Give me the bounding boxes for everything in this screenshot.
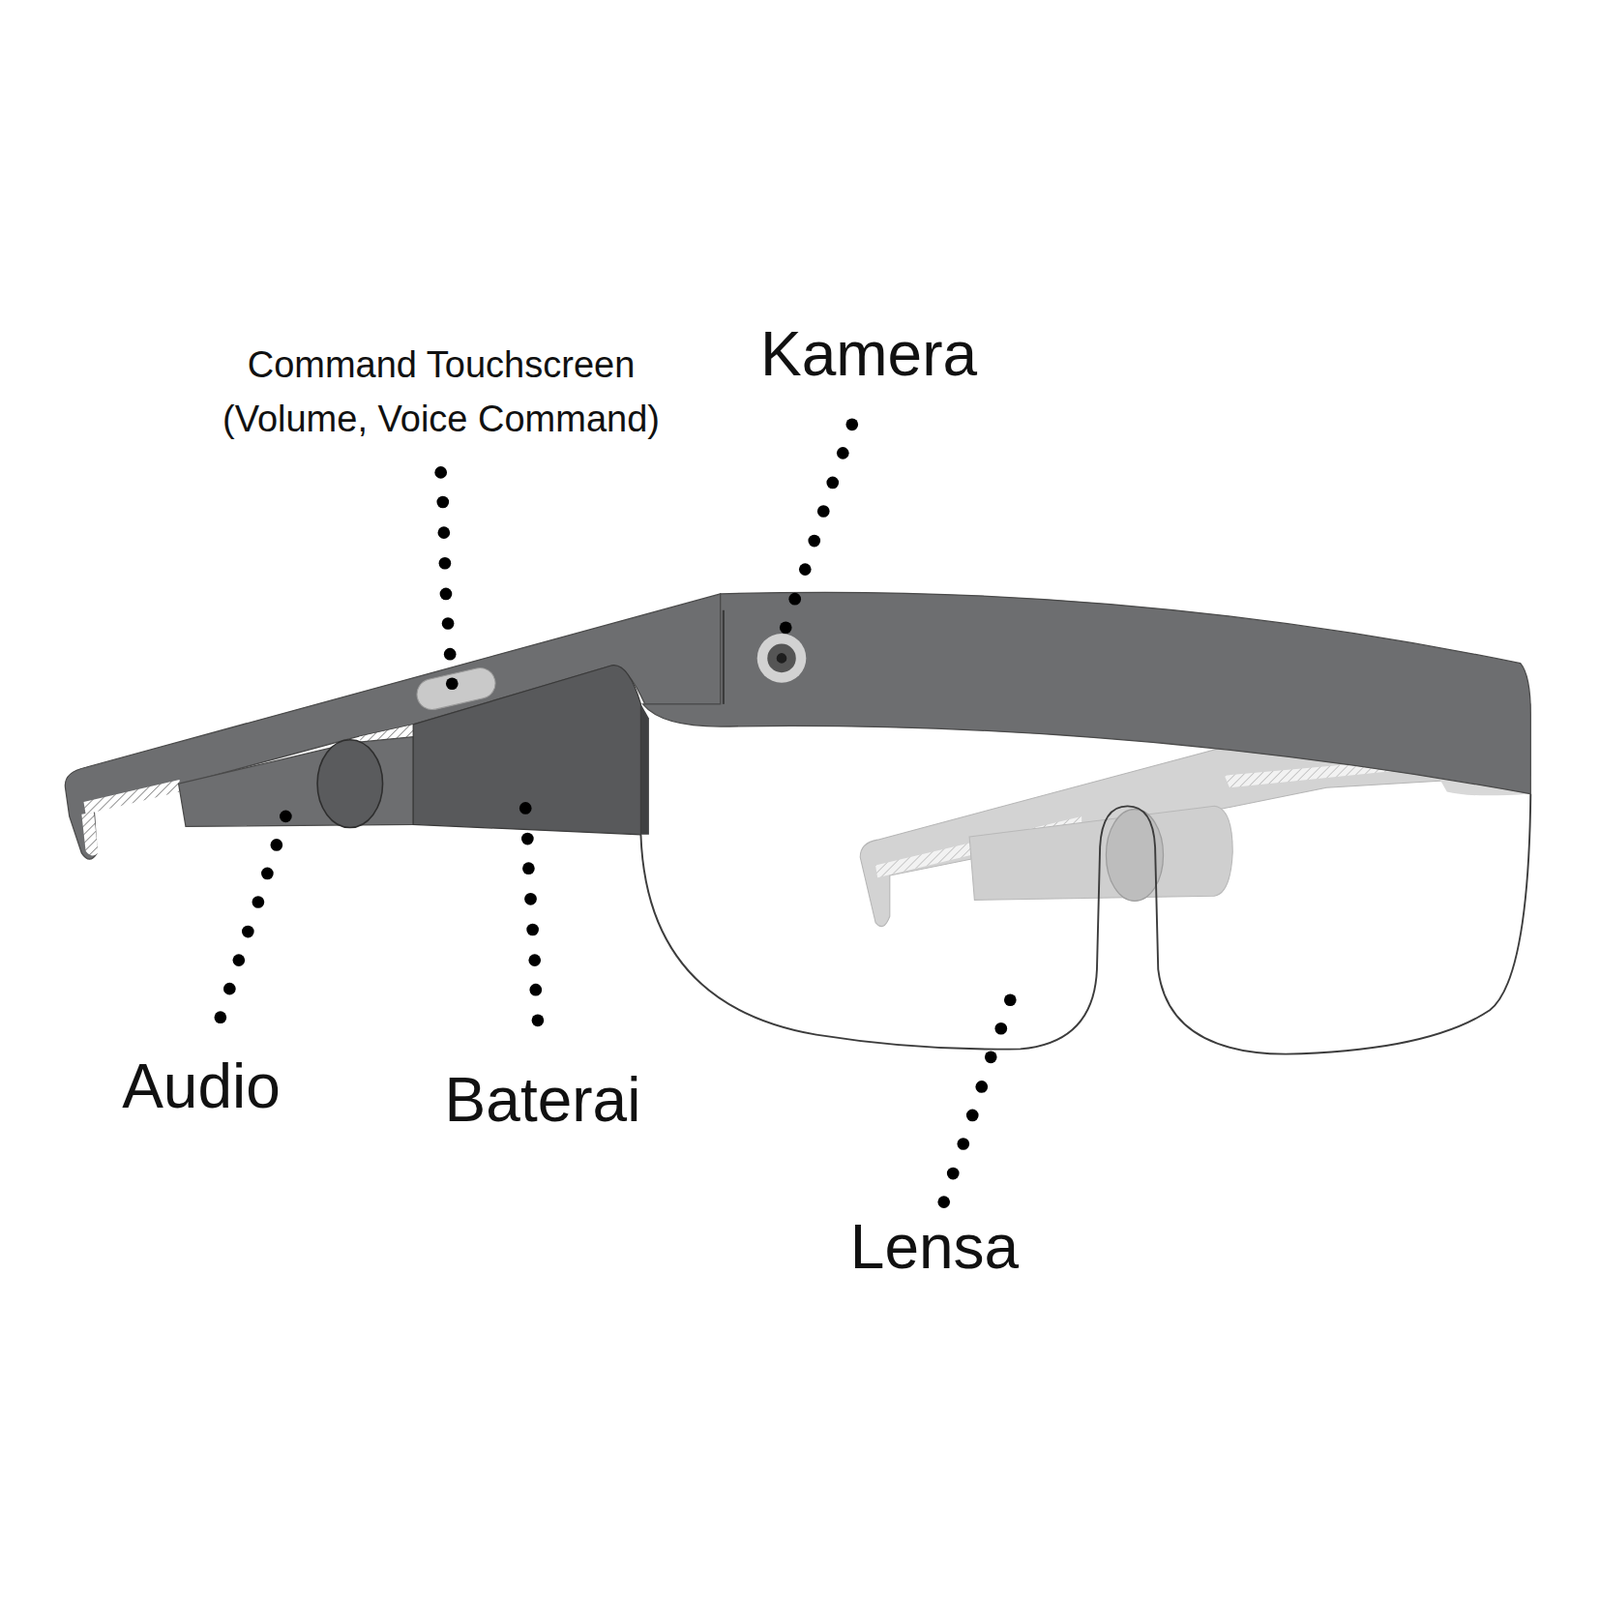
battery-side [640,704,649,835]
leader-dot [994,1022,1008,1036]
leader-dot [845,417,859,431]
hook-hatch [81,812,98,857]
leader-dot [947,1167,960,1181]
leader-dot [826,476,839,490]
leader-dot [799,562,812,576]
leader-dot [214,1010,228,1024]
leader-dot [532,1014,545,1028]
temple-arm [64,593,720,860]
leader-dot [984,1050,998,1064]
part-label: Lensa [850,1210,1019,1285]
leader-dot [529,983,542,997]
leader-dot [524,892,537,906]
leader-dot [436,496,449,509]
camera-lens [757,633,807,683]
part-label: Audio [121,1049,281,1125]
leader-dot [1004,993,1017,1007]
leader-dot [956,1137,970,1151]
camera-pupil [776,652,788,664]
leader-dot [252,895,266,909]
part-label: Command Touchscreen (Volume, Voice Comma… [204,337,679,446]
leader-dot [817,504,830,518]
leader-dots [214,417,1017,1208]
leader-dot [779,621,793,634]
leader-dot [445,677,459,690]
leader-dot [519,801,533,815]
leader-dot [233,953,246,967]
leader-dot [223,982,237,996]
leader-dot [434,466,447,479]
part-label: Baterai [444,1063,642,1138]
audio-speaker [317,740,384,829]
part-label: Kamera [760,317,978,392]
leader-dot [937,1195,950,1209]
leader-dot [442,617,455,630]
leader-dot [444,648,457,661]
far-audio-module [969,805,1233,900]
leader-dot [807,534,821,548]
leader-dot [966,1109,979,1123]
leader-dot [241,925,255,939]
leader-dot [836,446,850,460]
camera-body [767,644,797,674]
leader-dot [788,592,801,606]
leader-dot [440,588,453,601]
leader-dot [438,526,451,539]
lens-outline [640,794,1531,1055]
leader-dot [270,838,284,852]
touchpad [414,664,499,712]
leader-dot [279,810,293,824]
leader-dot [521,832,534,846]
front-frame [643,592,1532,794]
leader-dot [522,861,535,875]
leader-dot [528,953,541,967]
leader-dot [975,1080,988,1094]
battery-module [413,665,641,835]
leader-dot [526,923,539,937]
leader-dot [439,557,452,570]
arm-hatch [83,779,179,815]
leader-dot [261,867,274,881]
camera-ring [757,633,807,683]
hinge-line [722,610,725,705]
